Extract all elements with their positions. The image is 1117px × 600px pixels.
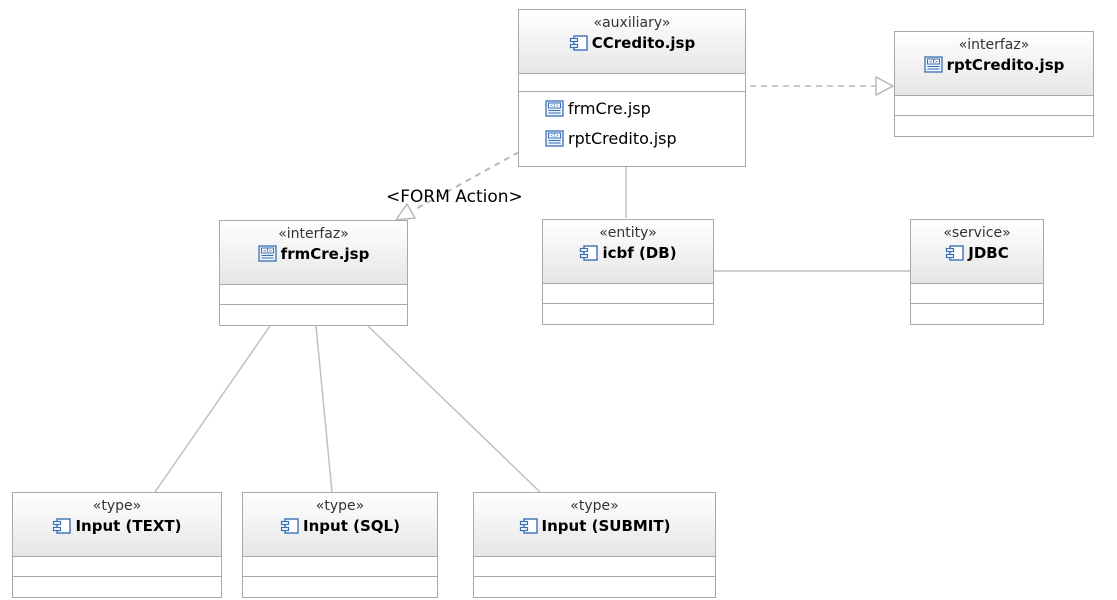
class-name: JDBC: [968, 244, 1009, 262]
realization-ccredito-rptcredito[interactable]: [750, 75, 895, 97]
stereotype-label: «interfaz»: [278, 226, 349, 242]
class-name: CCredito.jsp: [591, 34, 696, 52]
member-item[interactable]: <I>frmCre.jsp: [519, 92, 745, 126]
stereotype-label: «type»: [570, 498, 619, 514]
operations-compartment: [220, 305, 407, 325]
operations-compartment: [911, 304, 1043, 324]
interface-icon: <I>: [545, 130, 565, 153]
class-name: Input (SQL): [303, 517, 400, 535]
svg-text:<I>: <I>: [550, 103, 559, 109]
class-jdbc[interactable]: «service» JDBC: [910, 219, 1044, 325]
class-rptcredito[interactable]: «interfaz» <I> rptCredito.jsp: [894, 31, 1094, 137]
component-icon: [579, 245, 599, 267]
svg-text:<I>: <I>: [262, 248, 272, 254]
interface-icon: <I>: [545, 100, 565, 123]
interface-icon: <I>: [258, 245, 278, 268]
stereotype-label: «interfaz»: [958, 37, 1030, 53]
operations-compartment: [895, 116, 1093, 136]
attributes-compartment: [519, 74, 745, 92]
attributes-compartment: [243, 557, 437, 577]
class-name: icbf (DB): [602, 244, 677, 262]
component-icon: [945, 245, 965, 267]
class-frmcre[interactable]: «interfaz» <I> frmCre.jsp: [219, 220, 408, 326]
stereotype-label: «type»: [92, 498, 142, 514]
attributes-compartment: [474, 557, 715, 577]
component-icon: [280, 518, 300, 540]
svg-text:<I>: <I>: [550, 133, 559, 139]
association-frmcre-input-sql[interactable]: [315, 325, 333, 493]
form-action-label: <FORM Action>: [386, 187, 523, 207]
stereotype-label: «type»: [315, 498, 365, 514]
class-name: rptCredito.jsp: [946, 56, 1065, 74]
component-icon: [569, 35, 589, 57]
operations-compartment: [474, 577, 715, 597]
attributes-compartment: [13, 557, 221, 577]
stereotype-label: «entity»: [599, 225, 657, 241]
attributes-compartment: [220, 285, 407, 305]
class-input-submit[interactable]: «type» Input (SUBMIT): [473, 492, 716, 598]
operations-compartment: [543, 304, 713, 324]
class-icbf[interactable]: «entity» icbf (DB): [542, 219, 714, 325]
realization-ccredito-frmcre[interactable]: [394, 151, 520, 221]
attributes-compartment: [895, 96, 1093, 116]
operations-compartment: [13, 577, 221, 597]
svg-text:<I>: <I>: [928, 59, 938, 65]
class-input-sql[interactable]: «type» Input (SQL): [242, 492, 438, 598]
operations-compartment: <I>frmCre.jsp <I>rptCredito.jsp: [519, 92, 745, 156]
class-name: Input (TEXT): [75, 517, 182, 535]
stereotype-label: «service»: [943, 225, 1011, 241]
attributes-compartment: [911, 284, 1043, 304]
attributes-compartment: [543, 284, 713, 304]
member-item[interactable]: <I>rptCredito.jsp: [519, 126, 745, 156]
operations-compartment: [243, 577, 437, 597]
class-name: frmCre.jsp: [280, 245, 370, 263]
component-icon: [52, 518, 72, 540]
class-input-text[interactable]: «type» Input (TEXT): [12, 492, 222, 598]
interface-icon: <I>: [923, 56, 944, 79]
class-name: Input (SUBMIT): [541, 517, 671, 535]
component-icon: [519, 518, 539, 540]
association-frmcre-input-submit[interactable]: [367, 325, 541, 493]
association-frmcre-input-text[interactable]: [154, 325, 271, 493]
stereotype-label: «auxiliary»: [593, 15, 671, 31]
class-ccredito[interactable]: «auxiliary» CCredito.jsp <I>frmCre.jsp <…: [518, 9, 746, 167]
